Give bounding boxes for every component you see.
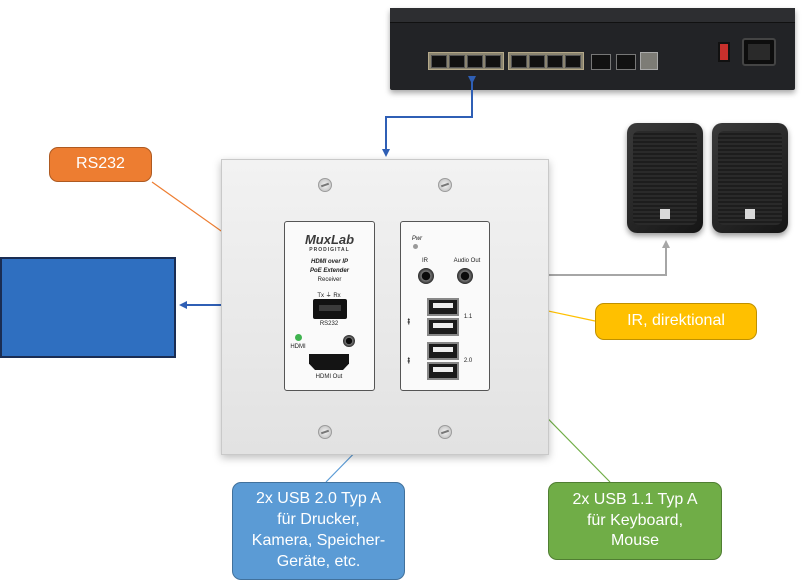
usb-port-2-0-a	[427, 342, 459, 360]
sfp-port	[616, 54, 636, 70]
hdmi-led-label: HDMI	[290, 344, 306, 350]
rs232-port-label: RS232	[319, 321, 339, 327]
usb11-label: 1.1	[463, 314, 473, 320]
receiver-module: MuxLab PRODIGITAL HDMI over IP PoE Exten…	[284, 221, 375, 391]
rs232-pin-labels: Tx ⏚ Rx	[317, 293, 341, 299]
rj45-port	[485, 55, 501, 68]
brand-logo: MuxLab	[304, 232, 355, 247]
product-line-2: PoE Extender	[309, 268, 349, 274]
sfp-port	[591, 54, 611, 70]
brand-sub: PRODIGITAL	[309, 247, 350, 253]
hdmi-status-led	[295, 334, 302, 341]
usb11-callout-text: 2x USB 1.1 Typ A für Keyboard, Mouse	[572, 490, 698, 550]
ir-receiver-jack	[343, 335, 355, 347]
rj45-port	[449, 55, 465, 68]
power-led	[413, 244, 418, 249]
usb-port-2-0-b	[427, 362, 459, 380]
io-module: Pwr IR Audio Out 1.1 ⭻ 2.0 ⭻	[400, 221, 490, 391]
speaker-left	[627, 123, 703, 233]
switch-top-panel	[390, 8, 795, 23]
rj45-port-group-1	[428, 52, 504, 70]
usb20-callout-text: 2x USB 2.0 Typ A für Drucker, Kamera, Sp…	[251, 490, 386, 570]
power-switch	[718, 42, 730, 62]
audio-out-jack	[457, 268, 473, 284]
screw	[438, 425, 452, 439]
rj45-port	[547, 55, 563, 68]
rj45-port	[511, 55, 527, 68]
ir-label: IR	[422, 258, 428, 264]
speaker-logo	[745, 209, 755, 219]
usb20-callout: 2x USB 2.0 Typ A für Drucker, Kamera, Sp…	[232, 482, 405, 580]
usb-port-1-1-b	[427, 318, 459, 336]
ir-jack	[418, 268, 434, 284]
usb-port-1-1-a	[427, 298, 459, 316]
console-port	[640, 52, 658, 70]
speaker-logo	[660, 209, 670, 219]
network-link-line	[382, 76, 476, 157]
rj45-port	[565, 55, 581, 68]
product-type: Receiver	[317, 277, 342, 283]
rs232-callout: RS232	[49, 147, 152, 182]
ir-callout-text: IR, direktional	[627, 312, 725, 330]
rj45-port	[529, 55, 545, 68]
rj45-port	[431, 55, 447, 68]
usb20-label: 2.0	[463, 358, 473, 364]
usb-icon: ⭻	[407, 317, 411, 328]
hdmi-out-port	[309, 354, 349, 370]
audio-out-label: Audio Out	[453, 258, 481, 264]
screw	[318, 425, 332, 439]
usb11-callout: 2x USB 1.1 Typ A für Keyboard, Mouse	[548, 482, 722, 560]
rj45-port-group-2	[508, 52, 584, 70]
screw	[438, 178, 452, 192]
rs232-callout-text: RS232	[76, 155, 125, 173]
pwr-label: Pwr	[411, 236, 423, 242]
rj45-port	[467, 55, 483, 68]
screw	[318, 178, 332, 192]
power-socket	[742, 38, 776, 66]
rs232-terminal-block	[313, 299, 347, 319]
ir-callout: IR, direktional	[595, 303, 757, 340]
usb-icon: ⭻	[407, 356, 411, 367]
hdmi-out-label: HDMI Out	[315, 374, 343, 380]
display-screen	[0, 257, 176, 358]
speaker-right	[712, 123, 788, 233]
product-line-1: HDMI over IP	[310, 259, 348, 265]
wall-plate: MuxLab PRODIGITAL HDMI over IP PoE Exten…	[221, 159, 549, 455]
